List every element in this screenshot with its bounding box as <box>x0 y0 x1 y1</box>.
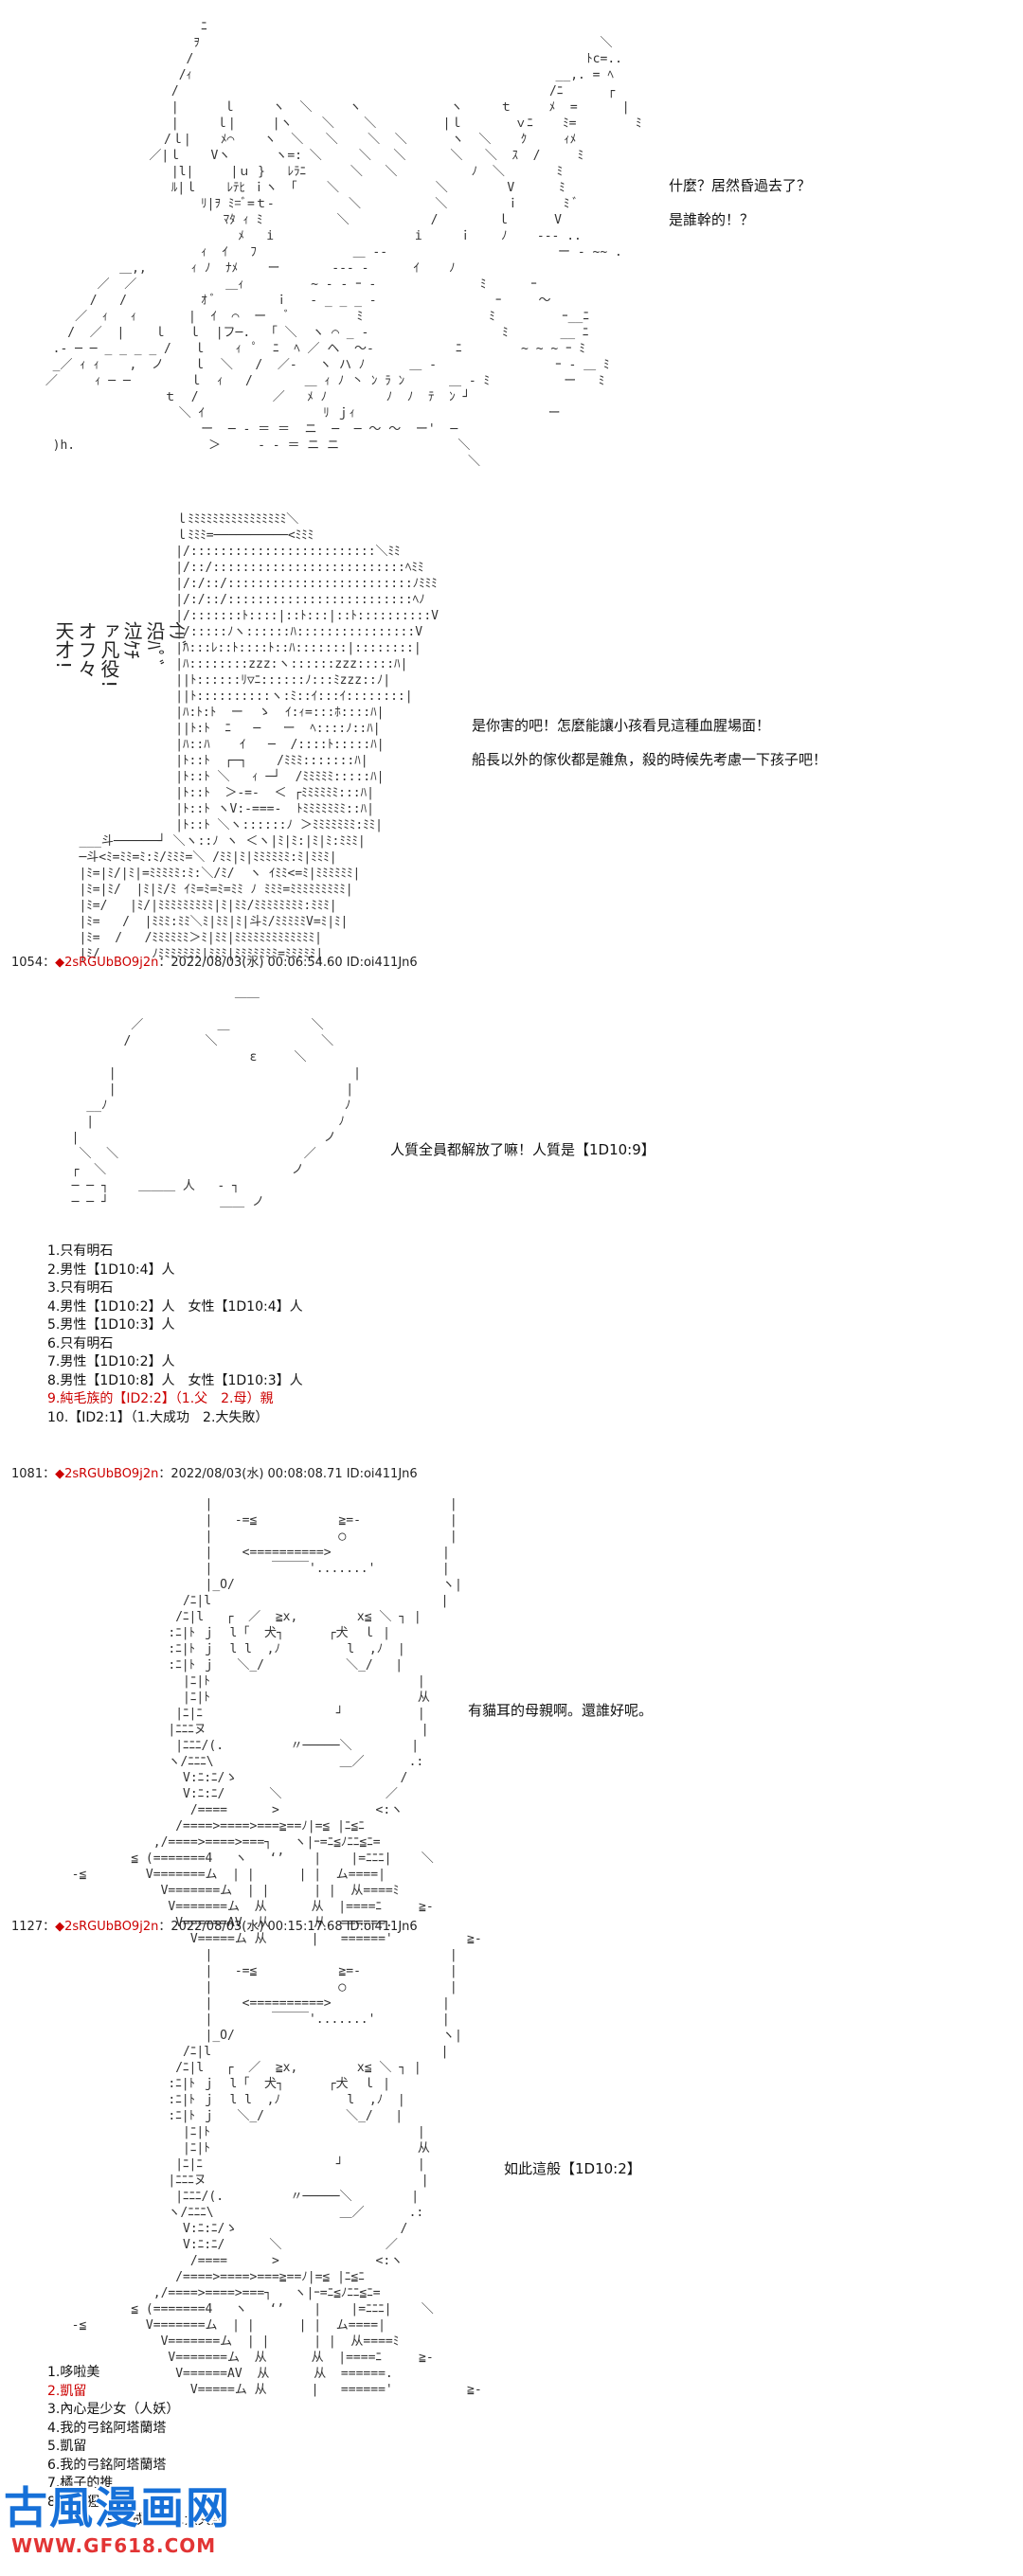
dialogue-post-1081: 有貓耳的母親啊。還誰好呢。 <box>468 1701 653 1735</box>
watermark-title: 古風漫画网 <box>4 2482 231 2533</box>
vertical-shout-text-4: 泣ｹﾁ <box>120 621 143 660</box>
post-header-1081: 1081：◆2sRGUbBO9j2n：2022/08/03(水) 00:08:0… <box>11 1466 418 1483</box>
roll-item: 7.橘子的推 <box>47 2476 114 2491</box>
dialogue-panel-2: 是你害的吧！怎麼能讓小孩看見這種血腥場面！ 船長以外的傢伙都是雜魚，殺的時候先考… <box>472 716 827 784</box>
roll-item: 6.我的弓銘阿塔蘭塔 <box>47 2457 167 2473</box>
roll-item: 5.男性【1D10:3】人 <box>47 1317 175 1333</box>
roll-item: 4.男性【1D10:2】人 女性【1D10:4】人 <box>47 1298 303 1315</box>
post-meta: ：2022/08/03(水) 00:06:54.60 ID:oi411Jn6 <box>158 956 418 970</box>
ascii-art-capped-character-2: | | | -=≦ ≧=- | | ◯ | | <==========> | <box>71 1948 482 2397</box>
roll-item: 8.大猩猩 <box>47 2494 100 2510</box>
post-header-1127: 1127：◆2sRGUbBO9j2n：2022/08/03(水) 00:15:1… <box>11 1919 418 1936</box>
roll-item: 6.只有明石 <box>47 1335 114 1351</box>
roll-item: 7.男性【1D10:2】人 <box>47 1354 175 1369</box>
watermark-url: WWW.GF618.COM <box>11 2534 217 2557</box>
ascii-art-shouting-character: ｌﾐﾐﾐﾐﾐﾐﾐﾐﾐﾐﾐﾐﾐﾐﾐﾐ＼ ｌﾐﾐﾐ=──────────<ﾐﾐﾐ |… <box>79 512 440 961</box>
dialogue-post-1054: 人質全員都解放了嘛！人質是【1D10:9】 <box>390 1140 655 1174</box>
ascii-art-capped-character-1: | | | -=≦ ≧=- | | ◯ | | <==========> | <box>71 1497 482 1946</box>
roll-item: 3.只有明石 <box>47 1280 114 1296</box>
ascii-art-face-small: ＿＿ ／ ＿ ＼ / ＼ ＼ ε ＼ | | | | __ﾉ <box>71 986 361 1209</box>
dialogue-line: 是你害的吧！怎麼能讓小孩看見這種血腥場面！ <box>472 717 771 734</box>
roll-item: 8.男性【1D10:8】人 女性【1D10:3】人 <box>47 1372 303 1388</box>
site-watermark-logo: 古風漫画网 WWW.GF618.COM <box>0 2481 229 2572</box>
roll-list-1054: 1.只有明石 2.男性【1D10:4】人 3.只有明石 4.男性【1D10:2】… <box>47 1243 303 1427</box>
post-trip: ◆2sRGUbBO9j2n <box>55 1467 159 1481</box>
ascii-art-waking-scene: ﾆ ｦ ＼ / ﾄc=.. /ｨ <box>45 20 642 469</box>
post-number[interactable]: 1054： <box>11 956 56 970</box>
dialogue-line: 是誰幹的！？ <box>669 211 755 228</box>
dialogue-line: 如此這般【1D10:2】 <box>504 2160 641 2177</box>
post-meta: ：2022/08/03(水) 00:08:08.71 ID:oi411Jn6 <box>158 1467 418 1481</box>
dialogue-line: 什麼？居然昏過去了？ <box>669 177 812 194</box>
roll-item: 3.內心是少女（人妖） <box>47 2402 180 2417</box>
vertical-shout-text-6: ｲﾘﾞ <box>166 621 188 651</box>
roll-item: 10.【ID2:1】（1.大成功 2.大失敗） <box>47 1409 269 1425</box>
post-trip: ◆2sRGUbBO9j2n <box>55 956 159 970</box>
dialogue-line: 有貓耳的母親啊。還誰好呢。 <box>468 1702 654 1719</box>
roll-item: 4.我的弓銘阿塔蘭塔 <box>47 2420 167 2436</box>
vertical-shout-text-2: オフ々 <box>75 621 98 679</box>
post-number[interactable]: 1081： <box>11 1467 56 1481</box>
roll-item: 9.大成功 2.大失敗） <box>106 2513 238 2528</box>
post-meta: ：2022/08/03(水) 00:15:17.68 ID:oi411Jn6 <box>158 1920 418 1934</box>
roll-item: 1.哆啦美 <box>47 2365 100 2380</box>
roll-item: 5.凱留 <box>47 2439 87 2454</box>
roll-item: 2.凱留 <box>47 2383 87 2399</box>
roll-list-1127: 1.哆啦美 2.凱留 3.內心是少女（人妖） 4.我的弓銘阿塔蘭塔 5.凱留 6… <box>47 2364 238 2531</box>
vertical-shout-text-1: 天才! <box>52 621 75 671</box>
roll-item: 9.純毛族的【ID2:2】（1.父 2.母）親 <box>47 1391 274 1406</box>
dialogue-panel-1: 什麼？居然昏過去了？ 是誰幹的！？ <box>669 176 811 244</box>
post-number[interactable]: 1127： <box>11 1920 56 1934</box>
post-header-1054: 1054：◆2sRGUbBO9j2n：2022/08/03(水) 00:06:5… <box>11 955 418 972</box>
roll-item: 2.男性【1D10:4】人 <box>47 1261 175 1278</box>
dialogue-line: 船長以外的傢伙都是雜魚，殺的時候先考慮一下孩子吧！ <box>472 751 828 768</box>
vertical-shout-text-3: ァ凡役! <box>98 621 120 690</box>
roll-item: 1.只有明石 <box>47 1243 114 1259</box>
dialogue-post-1127: 如此這般【1D10:2】 <box>504 2159 641 2193</box>
vertical-shout-text-5: 沿ﾊﾟﾞ <box>143 621 166 670</box>
post-trip: ◆2sRGUbBO9j2n <box>55 1920 159 1934</box>
dialogue-line: 人質全員都解放了嘛！人質是【1D10:9】 <box>390 1141 655 1158</box>
